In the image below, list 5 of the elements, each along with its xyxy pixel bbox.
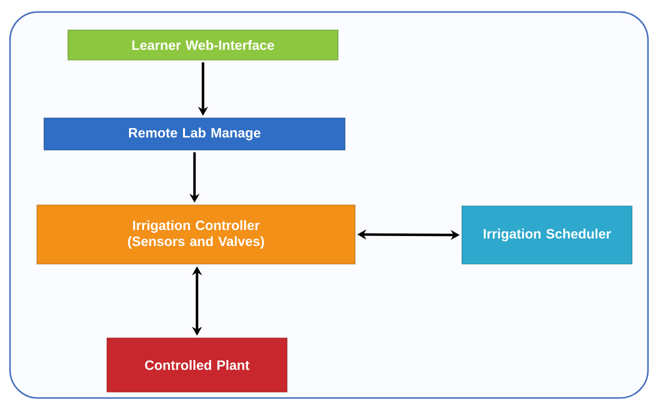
process-box: Remote Lab Manage <box>44 118 346 150</box>
process-box: Irrigation Scheduler <box>462 206 632 264</box>
process-box: Learner Web-Interface <box>68 30 338 60</box>
process-box: Controlled Plant <box>106 338 288 392</box>
process-box: Irrigation Controller (Sensors and Valves) <box>36 204 356 264</box>
